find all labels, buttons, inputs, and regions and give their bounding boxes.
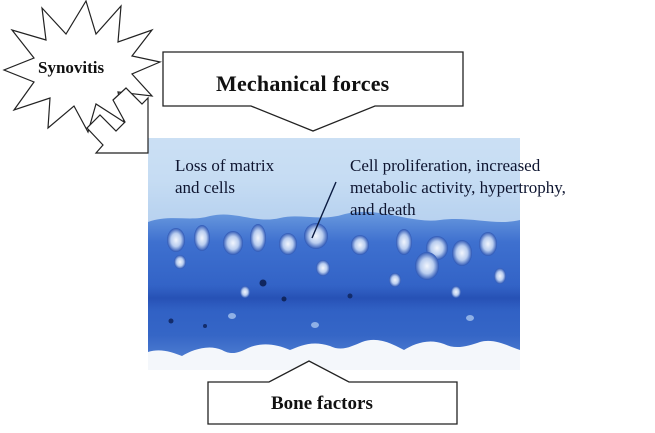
mechanical-forces-label: Mechanical forces xyxy=(216,71,390,96)
chondrocyte-cells xyxy=(167,223,506,328)
bone-factors-label: Bone factors xyxy=(271,393,373,414)
cell-line-1: Cell proliferation, increased xyxy=(350,156,541,175)
cell-proliferation-annotation: Cell proliferation, increased metabolic … xyxy=(350,155,650,221)
mechanical-forces-arrow xyxy=(162,51,464,132)
loss-of-matrix-annotation: Loss of matrix and cells xyxy=(175,155,345,199)
pointer-line xyxy=(311,181,337,239)
synovitis-arrow xyxy=(86,87,149,154)
loss-line-1: Loss of matrix xyxy=(175,156,275,175)
cell-line-3: and death xyxy=(350,200,416,219)
loss-line-2: and cells xyxy=(175,178,235,197)
synovitis-starburst xyxy=(2,0,162,134)
cell-line-2: metabolic activity, hypertrophy, xyxy=(350,178,566,197)
bone-factors-arrow xyxy=(207,360,458,425)
synovitis-label: Synovitis xyxy=(38,58,105,77)
bone-region xyxy=(148,339,520,370)
histology-image xyxy=(148,138,520,370)
